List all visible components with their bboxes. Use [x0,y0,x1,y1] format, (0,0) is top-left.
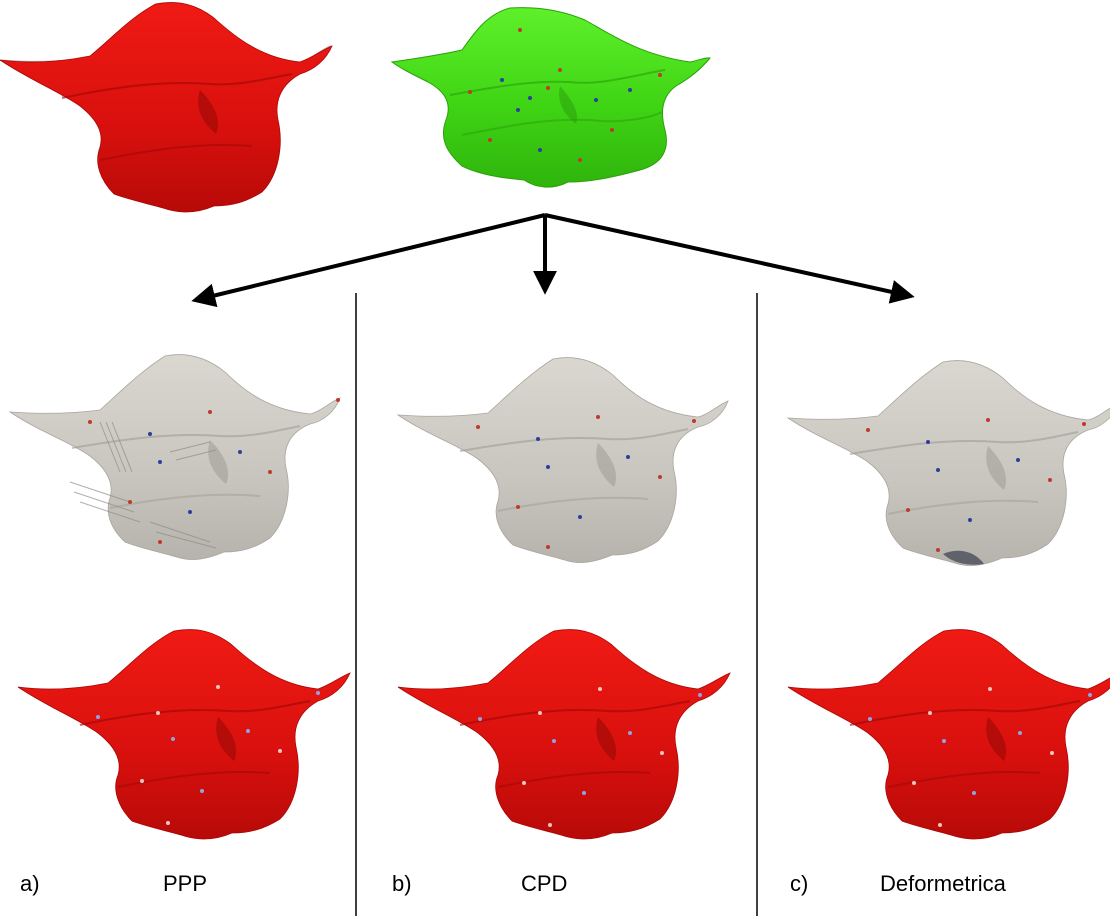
panel-a-target-surface [17,628,351,841]
arrows [191,213,915,308]
panel-b-landmarks-bottom [478,687,702,827]
panel-a-method: PPP [163,871,208,896]
template-surface [390,7,711,188]
panel-c-letter: c) [790,871,809,896]
template-landmarks [468,28,662,162]
panel-c-target-surface [787,628,1110,841]
panel-a-registered-surface [9,353,341,561]
panel-b-letter: b) [392,871,412,896]
panel-b-method: CPD [521,871,568,896]
arrow-right [544,213,915,304]
panel-b-landmarks-top [476,415,696,549]
panel-b-target-surface [397,628,731,841]
panel-a-landmarks-bottom [96,685,320,825]
panel-a-letter: a) [20,871,40,896]
panel-c-registered-surface [787,359,1110,567]
panel-c-landmarks-top [866,418,1086,552]
panel-a-landmarks-top [88,398,340,544]
arrow-left [191,213,546,308]
panel-c-method: Deformetrica [880,871,1006,896]
panel-c-landmarks-bottom [868,687,1092,827]
panel-b-registered-surface [397,356,729,564]
